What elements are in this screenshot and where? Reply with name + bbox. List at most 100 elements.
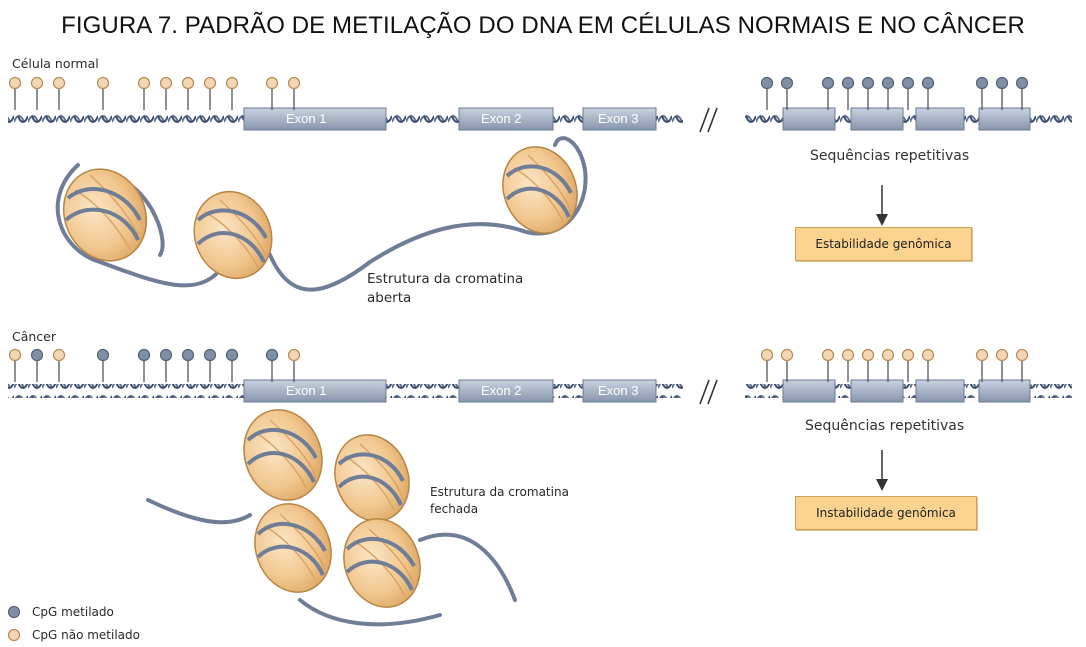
normal-repeat-cpg-site-methylated <box>995 76 1009 90</box>
normal-exon-3-label: Exon 3 <box>598 111 639 126</box>
cancer-nucleosome-2 <box>334 434 410 522</box>
cancer-chromatin-note-line-2: fechada <box>430 502 479 516</box>
cancer-cpg-site-methylated <box>159 348 173 362</box>
cancer-cpg-site-methylated <box>96 348 110 362</box>
cancer-cpg-site-methylated <box>137 348 151 362</box>
cancer-cpg-site-unmethylated <box>8 348 22 362</box>
normal-chromatin-note-line-1: Estrutura da cromatina <box>367 271 524 287</box>
cancer-repeat-cpg-site-unmethylated <box>901 348 915 362</box>
cancer-repeat-cpg-site-unmethylated <box>760 348 774 362</box>
normal-repeat-cpg-sites <box>760 76 1029 110</box>
normal-nucleosome-2 <box>193 190 273 280</box>
cancer-repeat-cpg-site-unmethylated <box>921 348 935 362</box>
normal-nucleosome-3 <box>502 146 578 234</box>
legend-unmethylated-dot <box>7 628 21 642</box>
normal-cpg-site-unmethylated <box>96 76 110 90</box>
legend-unmethylated-label: CpG não metilado <box>32 628 140 642</box>
cancer-exon-3-label: Exon 3 <box>598 383 639 398</box>
cancer-repeat-cpg-site-unmethylated <box>1015 348 1029 362</box>
cancer-outcome-box: Instabilidade genômica <box>795 496 977 530</box>
normal-cpg-site-unmethylated <box>265 76 279 90</box>
normal-repeat-block-1 <box>782 107 836 131</box>
cancer-repeat-cpg-site-unmethylated <box>881 348 895 362</box>
normal-chromatin-note-line-2: aberta <box>367 290 412 306</box>
normal-repeat-block-4 <box>978 107 1031 131</box>
normal-repeat-cpg-site-methylated <box>861 76 875 90</box>
cancer-exon-2-label: Exon 2 <box>481 383 522 398</box>
cancer-repeat-cpg-site-unmethylated <box>995 348 1009 362</box>
normal-repeat-cpg-site-methylated <box>841 76 855 90</box>
normal-helix-mid <box>385 112 460 126</box>
normal-repeat-cpg-site-methylated <box>760 76 774 90</box>
cancer-nucleosome-1 <box>243 409 323 501</box>
cancer-chromatin-note: Estrutura da cromatina fechada <box>430 484 569 518</box>
normal-cpg-site-unmethylated <box>203 76 217 90</box>
cancer-repeat-block-2 <box>850 379 904 403</box>
normal-break-mark <box>699 107 718 133</box>
normal-cpg-sites <box>8 76 301 110</box>
normal-repeat-cpg-site-methylated <box>821 76 835 90</box>
normal-chromatin-note: Estrutura da cromatina aberta <box>367 270 523 308</box>
cancer-chromatin-fiber <box>146 498 517 627</box>
normal-cpg-site-unmethylated <box>287 76 301 90</box>
normal-repeat-cpg-site-methylated <box>1015 76 1029 90</box>
normal-helix-right <box>655 112 683 126</box>
normal-nucleosome-1 <box>62 168 148 262</box>
normal-repeat-cpg-site-methylated <box>881 76 895 90</box>
normal-repeat-cpg-site-methylated <box>780 76 794 90</box>
normal-cell-label: Célula normal <box>12 56 99 71</box>
normal-repeat-cpg-site-methylated <box>921 76 935 90</box>
cancer-nucleosome-3 <box>254 503 332 593</box>
cancer-cpg-site-unmethylated <box>52 348 66 362</box>
normal-exon-1-label: Exon 1 <box>286 111 327 126</box>
normal-helix-mid2 <box>552 112 584 126</box>
cancer-chromatin-note-line-1: Estrutura da cromatina <box>430 485 569 499</box>
normal-repeat-block-3 <box>915 107 965 131</box>
normal-repeat-label: Sequências repetitivas <box>810 148 970 164</box>
cancer-repeat-cpg-site-unmethylated <box>821 348 835 362</box>
normal-cpg-site-unmethylated <box>52 76 66 90</box>
cancer-repeat-block-3 <box>915 379 965 403</box>
normal-cpg-site-unmethylated <box>8 76 22 90</box>
cancer-repeat-block-4 <box>978 379 1031 403</box>
normal-exon-2 <box>458 107 554 131</box>
normal-cpg-site-unmethylated <box>30 76 44 90</box>
legend-methylated-dot <box>7 605 21 619</box>
cancer-exon-1-label: Exon 1 <box>286 383 327 398</box>
cancer-nucleosome-4 <box>343 518 421 608</box>
figure-title: FIGURA 7. PADRÃO DE METILAÇÃO DO DNA EM … <box>61 12 1025 39</box>
normal-exon-1 <box>243 107 387 131</box>
normal-cpg-site-unmethylated <box>181 76 195 90</box>
cancer-exon-1 <box>243 379 387 403</box>
normal-outcome-box: Estabilidade genômica <box>795 227 972 261</box>
cancer-repeat-cpg-site-unmethylated <box>841 348 855 362</box>
normal-helix-left <box>8 112 245 126</box>
normal-exon-2-label: Exon 2 <box>481 111 522 126</box>
cancer-cpg-site-unmethylated <box>287 348 301 362</box>
cancer-cpg-site-methylated <box>203 348 217 362</box>
cancer-cpg-site-methylated <box>181 348 195 362</box>
normal-repeat-cpg-site-methylated <box>901 76 915 90</box>
cancer-repeat-cpg-site-unmethylated <box>780 348 794 362</box>
normal-cpg-site-unmethylated <box>137 76 151 90</box>
cancer-repeat-cpg-site-unmethylated <box>861 348 875 362</box>
normal-cpg-site-unmethylated <box>159 76 173 90</box>
cancer-cpg-site-methylated <box>30 348 44 362</box>
cancer-exon-3 <box>582 379 657 403</box>
cancer-cell-label: Câncer <box>12 329 57 344</box>
normal-dna-strand <box>8 107 1072 133</box>
cancer-dna-strand <box>8 379 1072 405</box>
cancer-repeat-label: Sequências repetitivas <box>805 418 965 434</box>
cancer-repeat-block-1 <box>782 379 836 403</box>
normal-cpg-site-unmethylated <box>225 76 239 90</box>
normal-exon-3 <box>582 107 657 131</box>
cancer-repeat-cpg-sites <box>760 348 1029 382</box>
legend-methylated-label: CpG metilado <box>32 605 114 619</box>
normal-repeat-block-2 <box>850 107 904 131</box>
cancer-break-mark <box>699 379 718 405</box>
normal-repeat-cpg-site-methylated <box>975 76 989 90</box>
cancer-cpg-sites <box>8 348 301 382</box>
cancer-cpg-site-methylated <box>225 348 239 362</box>
